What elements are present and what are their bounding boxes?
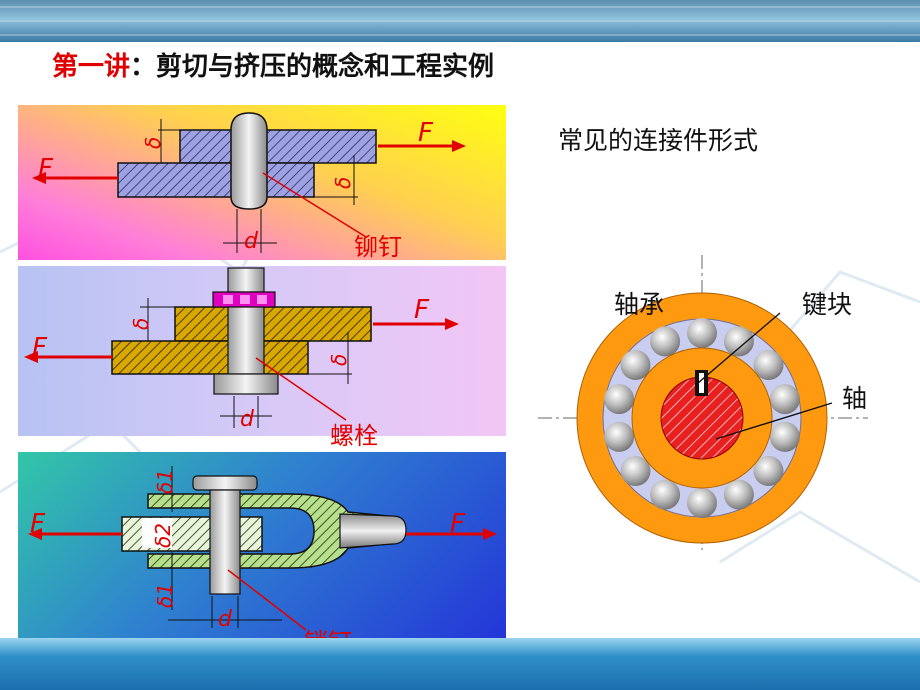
pin-thickness-middle: δ2	[151, 523, 175, 548]
pin-diagram: δ1 δ2 δ1 F F d 销钉	[18, 452, 506, 656]
bearing-diagram: 轴承 键块 轴	[530, 255, 920, 555]
rivet-diameter: d	[244, 229, 259, 254]
pin-force-left: F	[30, 509, 46, 539]
bearing-ball	[650, 479, 681, 510]
connector-types-heading: 常见的连接件形式	[558, 126, 759, 155]
bearing-ball	[650, 326, 681, 357]
rivet-thickness-bottom: δ	[331, 177, 355, 189]
bearing-ball	[723, 326, 754, 357]
top-banner	[0, 0, 920, 42]
bolt-thickness-bottom: δ	[327, 354, 351, 366]
bolt-force-right: F	[414, 295, 430, 325]
bearing-ball	[769, 384, 800, 415]
pin-thickness-bottom: δ1	[153, 583, 177, 608]
rivet-diagram: δ δ F F d 铆钉	[18, 105, 506, 260]
bolt-diameter: d	[240, 407, 255, 432]
bearing-ball	[723, 479, 754, 510]
title-highlight: 第一讲	[52, 52, 131, 82]
bolt-label: 螺栓	[330, 422, 378, 450]
bearing-ball	[620, 456, 651, 486]
rivet-force-left: F	[38, 154, 54, 184]
bolt-force-left: F	[32, 333, 48, 363]
shaft-label: 轴	[842, 384, 867, 413]
bolt-thickness-top: δ	[129, 318, 153, 330]
pin-thickness-top: δ1	[153, 469, 177, 494]
bearing-ball	[687, 318, 717, 348]
bearing-balls	[604, 318, 800, 518]
bearing-ball	[604, 384, 635, 415]
bearing-ball	[620, 350, 651, 380]
bearing-ball	[753, 456, 784, 486]
bearing-ball	[687, 488, 717, 518]
bearing-ball	[604, 421, 635, 452]
rivet-label: 铆钉	[354, 233, 402, 260]
bottom-banner	[0, 638, 920, 690]
key-label: 键块	[802, 290, 852, 319]
title-text: ：剪切与挤压的概念和工程实例	[130, 52, 495, 82]
bolt-diagram: δ δ F F d 螺栓	[18, 266, 506, 450]
rivet-thickness-top: δ	[141, 137, 165, 149]
bearing-ball	[769, 421, 800, 452]
pin-diameter: d	[218, 607, 233, 632]
page-title: 第一讲：剪切与挤压的概念和工程实例	[52, 46, 494, 83]
bearing-label: 轴承	[614, 290, 664, 319]
pin-force-right: F	[450, 509, 466, 539]
rivet-force-right: F	[418, 118, 434, 148]
bearing-ball	[753, 350, 784, 380]
